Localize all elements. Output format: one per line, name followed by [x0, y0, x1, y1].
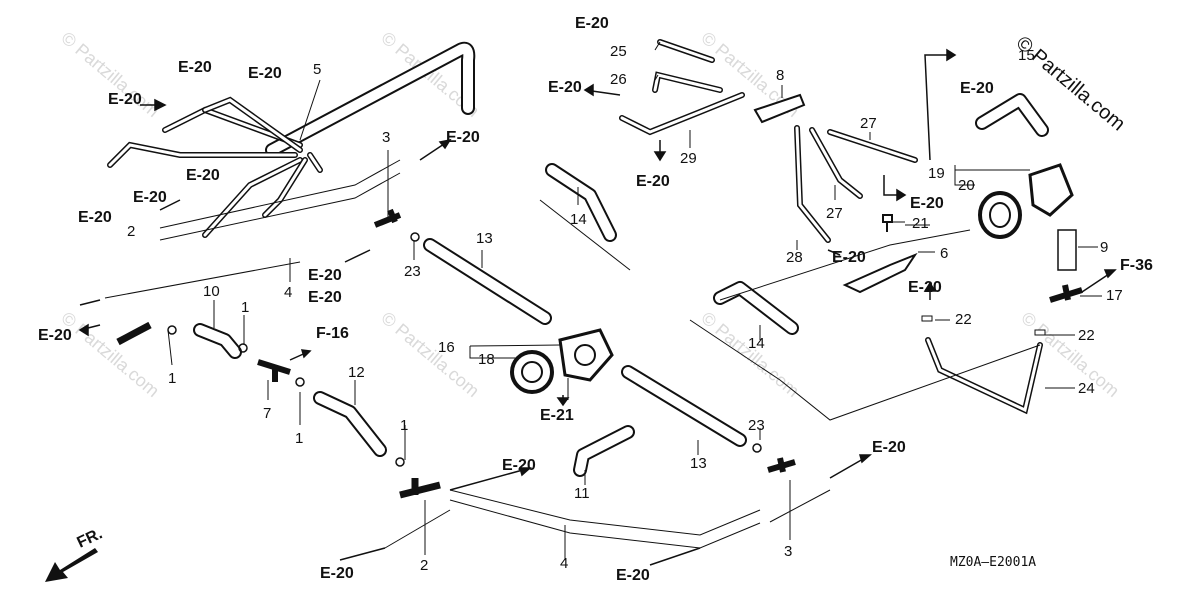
pipe-frame: [104, 159, 1041, 549]
callout-7[interactable]: 7: [263, 405, 271, 422]
callout-10[interactable]: 10: [203, 283, 220, 300]
callout-14[interactable]: 14: [570, 211, 587, 228]
callout-23[interactable]: 23: [748, 417, 765, 434]
component-group: [116, 93, 1083, 499]
joint-2[interactable]: [399, 478, 441, 499]
clip-1[interactable]: [238, 343, 248, 353]
hose-9[interactable]: [1057, 229, 1077, 271]
reference-e20[interactable]: E-20: [186, 167, 220, 184]
callout-1[interactable]: 1: [168, 370, 176, 387]
callout-29[interactable]: 29: [680, 150, 697, 167]
callout-11[interactable]: 11: [574, 485, 590, 502]
reference-e20[interactable]: E-20: [502, 457, 536, 474]
joint-2[interactable]: [116, 321, 152, 346]
reference-e20[interactable]: E-20: [960, 80, 994, 97]
leader-lines: [167, 41, 1102, 560]
callout-24[interactable]: 24: [1078, 380, 1095, 397]
reference-e20[interactable]: E-20: [78, 209, 112, 226]
callout-9[interactable]: 9: [1100, 239, 1108, 256]
callout-13[interactable]: 13: [476, 230, 493, 247]
fuel-pump-19[interactable]: [1028, 163, 1074, 217]
callout-2[interactable]: 2: [127, 223, 135, 240]
reference-e20[interactable]: E-20: [446, 129, 480, 146]
watermark: © Partzilla.com: [377, 308, 483, 401]
callout-1[interactable]: 1: [295, 430, 303, 447]
callout-28[interactable]: 28: [786, 249, 803, 266]
clip-1[interactable]: [295, 377, 305, 387]
callout-21[interactable]: 21: [912, 215, 929, 232]
reference-e20[interactable]: E-20: [308, 267, 342, 284]
callout-numbers: 5 3 2 10 1 1 7 1 12 1 4 23 13 14 16 18 1…: [127, 43, 1123, 574]
reference-e20[interactable]: E-20: [910, 195, 944, 212]
reference-f36[interactable]: F-36: [1120, 257, 1153, 274]
reference-labels: E-20 E-20 E-20 E-20 E-20 E-20 E-20 E-20 …: [38, 15, 1153, 584]
hose-group: [107, 39, 1077, 477]
reference-e20[interactable]: E-20: [908, 279, 942, 296]
reference-e20[interactable]: E-20: [248, 65, 282, 82]
callout-22[interactable]: 22: [1078, 327, 1095, 344]
front-direction-indicator: FR.: [45, 525, 105, 582]
reference-e20[interactable]: E-20: [636, 173, 670, 190]
reference-e20[interactable]: E-20: [178, 59, 212, 76]
callout-8[interactable]: 8: [776, 67, 784, 84]
callout-17[interactable]: 17: [1106, 287, 1123, 304]
callout-1[interactable]: 1: [241, 299, 249, 316]
reference-f16[interactable]: F-16: [316, 325, 349, 342]
clip-23[interactable]: [410, 232, 420, 242]
reference-e21[interactable]: E-21: [540, 407, 574, 424]
clip-1[interactable]: [395, 457, 405, 467]
callout-26[interactable]: 26: [610, 71, 627, 88]
reference-e20[interactable]: E-20: [38, 327, 72, 344]
callout-27[interactable]: 27: [826, 205, 843, 222]
fuel-pump-16[interactable]: [558, 328, 614, 382]
reference-e20[interactable]: E-20: [872, 439, 906, 456]
callout-23[interactable]: 23: [404, 263, 421, 280]
callout-5[interactable]: 5: [313, 61, 321, 78]
callout-2[interactable]: 2: [420, 557, 428, 574]
bolt-21[interactable]: [882, 214, 893, 232]
bracket-6[interactable]: [842, 252, 918, 294]
reference-e20[interactable]: E-20: [575, 15, 609, 32]
tee-joint-7[interactable]: [257, 359, 291, 382]
callout-13[interactable]: 13: [690, 455, 707, 472]
callout-25[interactable]: 25: [610, 43, 627, 60]
callout-6[interactable]: 6: [940, 245, 948, 262]
callout-3[interactable]: 3: [382, 129, 390, 146]
diagram-code: MZ0A—E2001A: [950, 555, 1036, 570]
callout-4[interactable]: 4: [284, 284, 292, 301]
callout-18[interactable]: 18: [478, 351, 495, 368]
reference-arrows: [78, 48, 1117, 566]
callout-22[interactable]: 22: [955, 311, 972, 328]
clip-22[interactable]: [921, 315, 933, 322]
callout-27[interactable]: 27: [860, 115, 877, 132]
clip-22[interactable]: [1034, 329, 1046, 336]
reference-e20[interactable]: E-20: [133, 189, 167, 206]
callout-4[interactable]: 4: [560, 555, 568, 572]
joint-3[interactable]: [767, 457, 796, 473]
callout-12[interactable]: 12: [348, 364, 365, 381]
callout-15[interactable]: 15: [1018, 47, 1035, 64]
reference-e20[interactable]: E-20: [548, 79, 582, 96]
front-arrow-icon: [45, 548, 98, 582]
reference-e20[interactable]: E-20: [320, 565, 354, 582]
callout-14[interactable]: 14: [748, 335, 765, 352]
watermark: © Partzilla.com: [57, 308, 163, 401]
callout-19[interactable]: 19: [928, 165, 945, 182]
callout-20[interactable]: 20: [958, 177, 975, 194]
front-label: FR.: [75, 525, 106, 551]
reference-e20[interactable]: E-20: [308, 289, 342, 306]
callout-3[interactable]: 3: [784, 543, 792, 560]
tee-joint-17[interactable]: [1049, 284, 1083, 303]
callout-16[interactable]: 16: [438, 339, 455, 356]
reference-e20[interactable]: E-20: [108, 91, 142, 108]
reference-e20[interactable]: E-20: [832, 249, 866, 266]
clip-1[interactable]: [167, 325, 177, 335]
reference-e20[interactable]: E-20: [616, 567, 650, 584]
clip-23[interactable]: [752, 443, 762, 453]
joint-8[interactable]: [753, 93, 806, 124]
callout-1[interactable]: 1: [400, 417, 408, 434]
